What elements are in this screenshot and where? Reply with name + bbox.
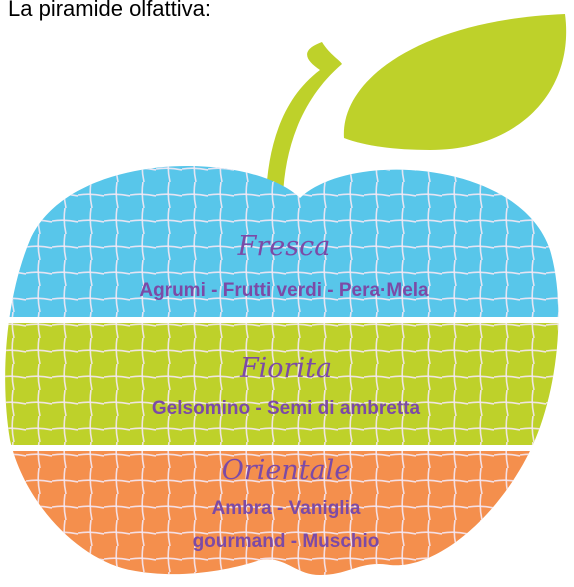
apple-leaf xyxy=(343,14,567,150)
layer-title-fresca: Fresca xyxy=(237,231,331,262)
layer-notes-orientale-2: gourmand - Muschio xyxy=(193,531,380,552)
layer-notes-fiorita: Gelsomino - Semi di ambretta xyxy=(152,398,421,419)
layer-notes-fresca: Agrumi - Frutti verdi - Pera·Mela xyxy=(139,280,429,301)
apple-stem xyxy=(266,42,342,196)
layer-notes-orientale-1: Ambra - Vaniglia xyxy=(212,498,361,519)
page-heading: La piramide olfattiva: xyxy=(8,0,211,21)
layer-title-fiorita: Fiorita xyxy=(239,353,332,384)
layer-title-orientale: Orientale xyxy=(222,455,351,486)
